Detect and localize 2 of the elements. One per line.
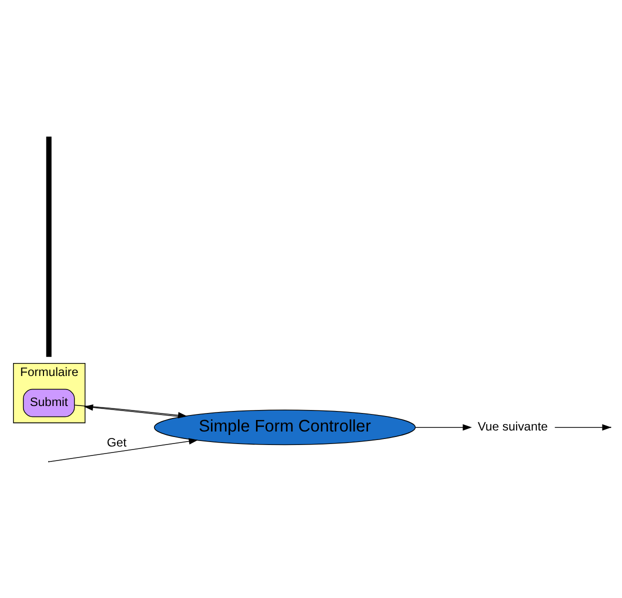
node-text: Vue suivante: [478, 418, 548, 433]
edge-label: Get: [106, 434, 127, 449]
